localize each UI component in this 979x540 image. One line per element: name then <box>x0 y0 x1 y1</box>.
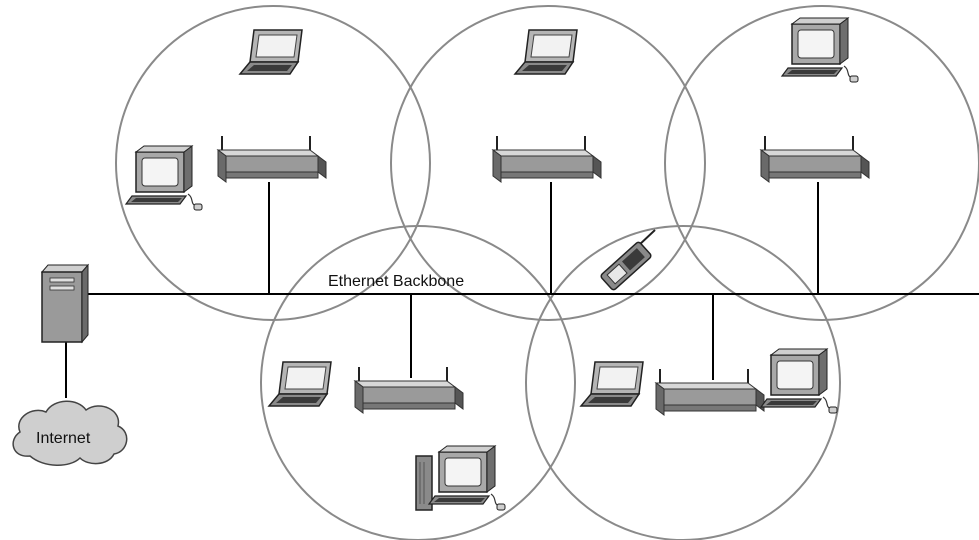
laptop-icon <box>580 361 644 407</box>
laptop-icon <box>268 361 332 407</box>
coverage-cell-2 <box>390 5 706 321</box>
server-tower-icon <box>40 263 90 344</box>
coverage-cell-1 <box>115 5 431 321</box>
wireless-access-point-icon <box>217 135 327 183</box>
coverage-cell-5 <box>525 225 841 540</box>
wireless-access-point-icon <box>655 368 765 416</box>
coverage-cell-4 <box>260 225 576 540</box>
ethernet-links <box>65 182 979 398</box>
laptop-icon <box>239 29 303 75</box>
wireless-phone-icon <box>600 229 656 291</box>
internet-label: Internet <box>36 430 91 447</box>
desktop-computer-icon <box>125 145 203 211</box>
desktop-computer-icon <box>760 348 838 414</box>
backbone-label: Ethernet Backbone <box>328 273 464 290</box>
wireless-access-point-icon <box>492 135 602 183</box>
coverage-cells <box>115 5 979 540</box>
internet-cloud-icon <box>12 400 128 466</box>
wireless-access-point-icon <box>760 135 870 183</box>
laptop-icon <box>514 29 578 75</box>
tower-workstation-icon <box>415 445 506 511</box>
coverage-cell-3 <box>664 5 979 321</box>
wireless-access-point-icon <box>354 366 464 414</box>
desktop-computer-icon <box>781 17 859 83</box>
